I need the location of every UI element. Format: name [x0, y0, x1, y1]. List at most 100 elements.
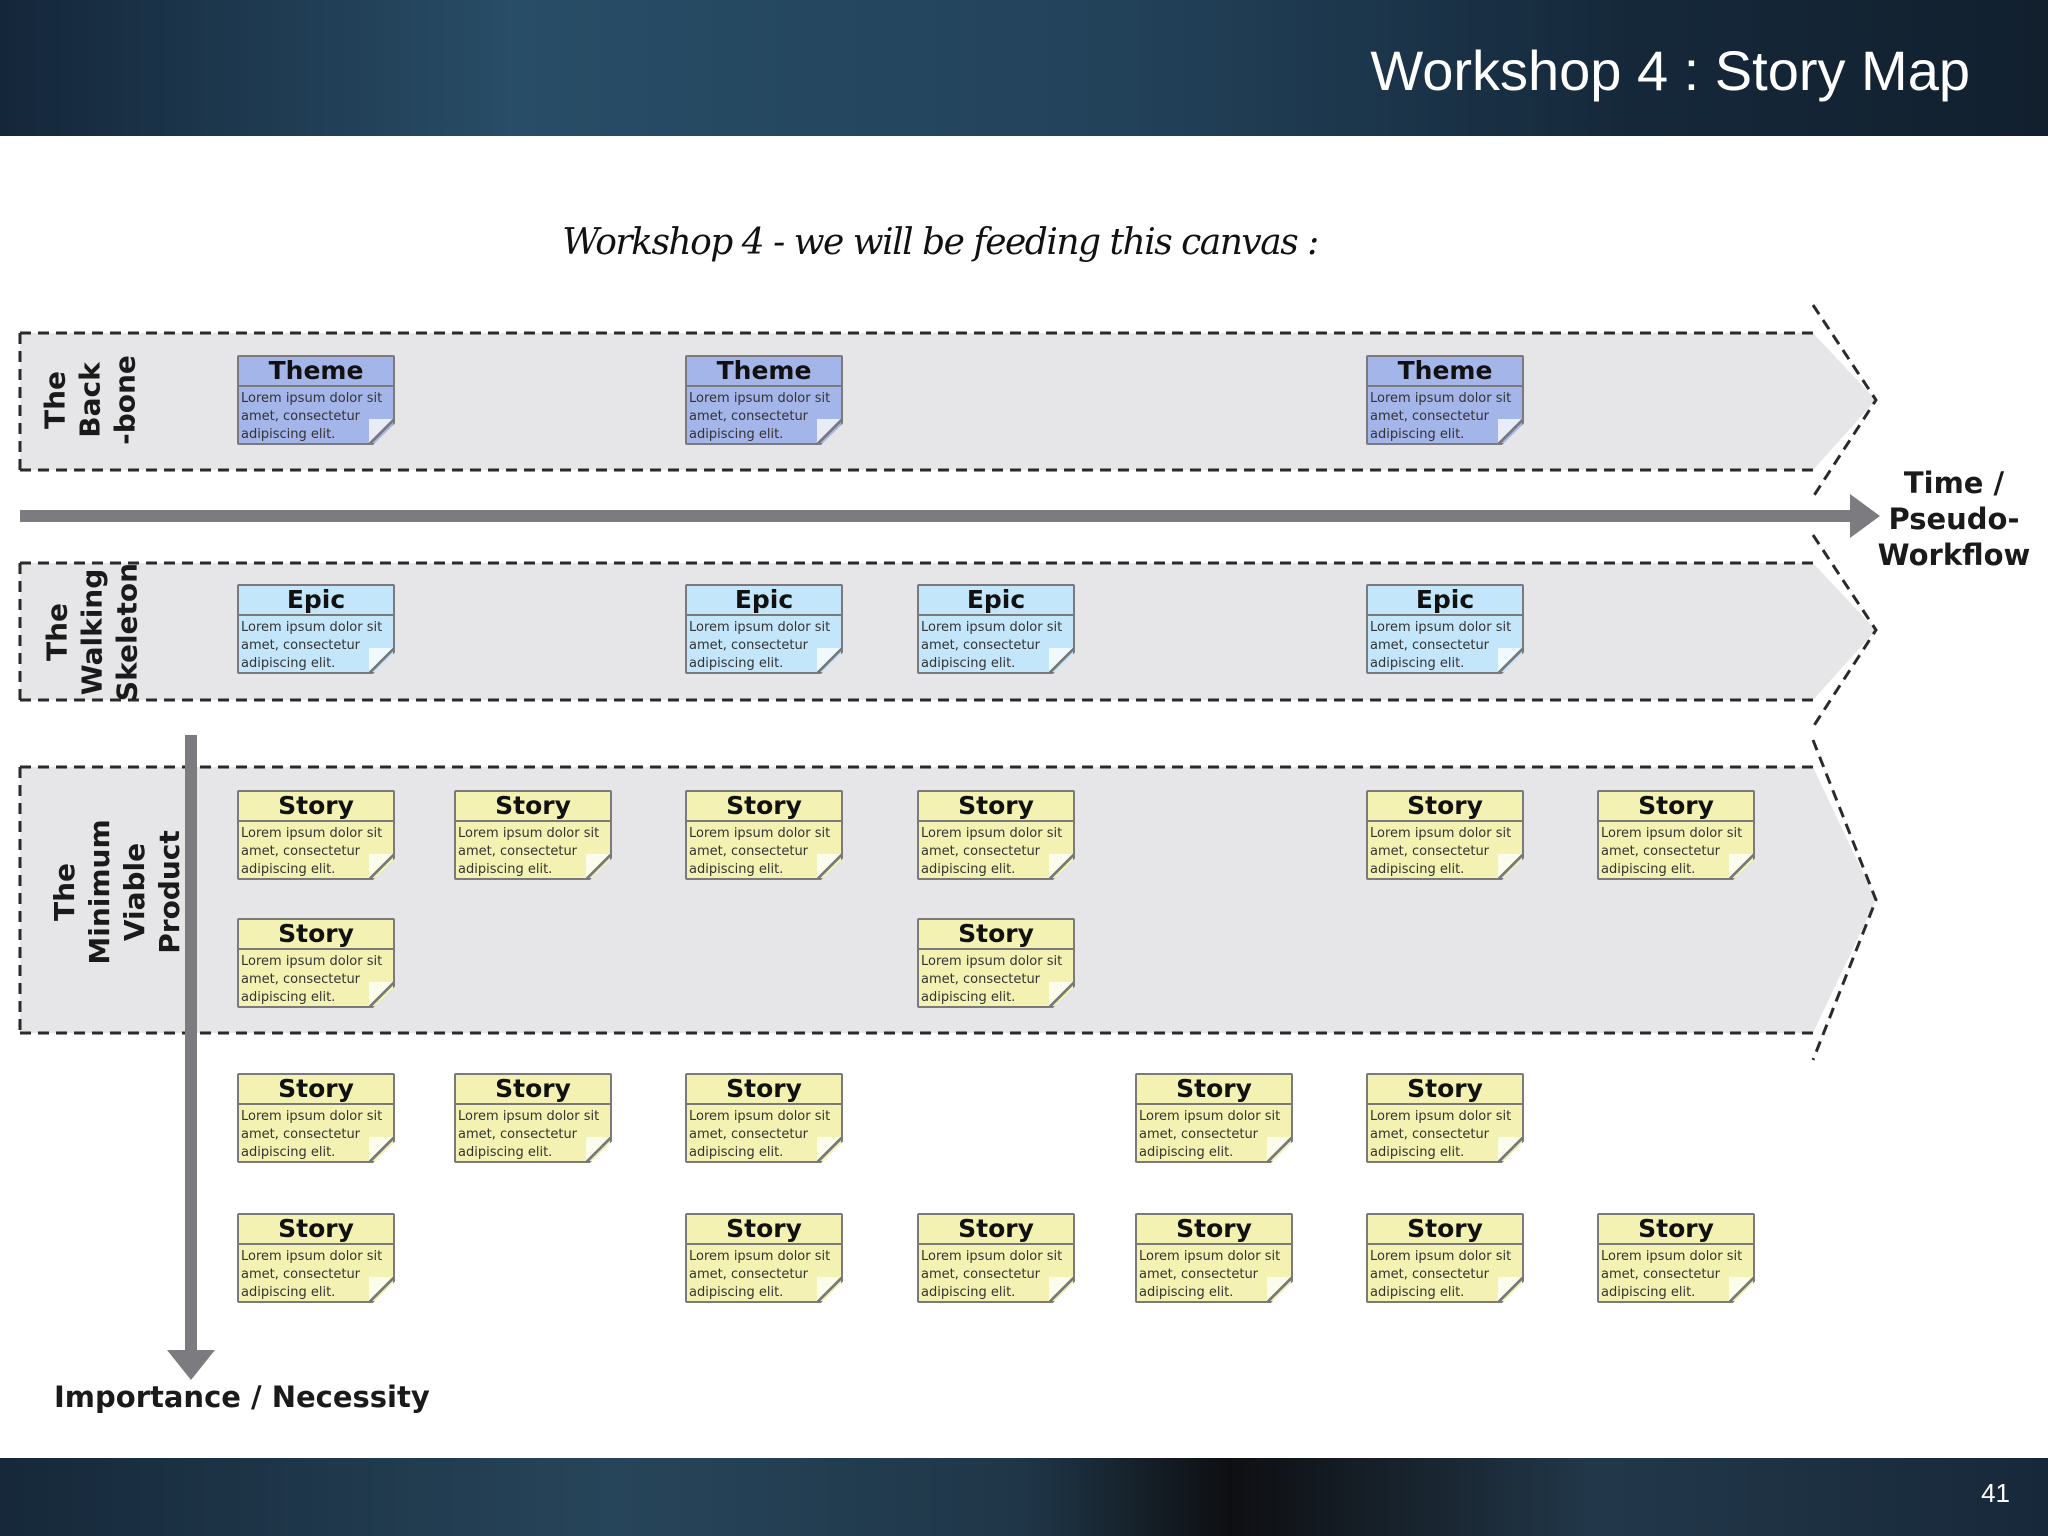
slide-title: Workshop 4 : Story Map: [1370, 39, 1970, 102]
card-text-line: adipiscing elit.: [241, 656, 336, 671]
card-title: Story: [456, 792, 610, 822]
card-title: Story: [239, 1075, 393, 1105]
lane-label-line: Walking: [75, 568, 109, 696]
card-body-text: Lorem ipsum dolor sit amet, consectetur ad…: [1137, 1245, 1291, 1302]
card-text-line: adipiscing elit.: [689, 1145, 784, 1160]
card-text-line: amet, consectetur: [1370, 1267, 1490, 1282]
card-text-line: adipiscing elit.: [921, 862, 1016, 877]
card-text-line: adipiscing elit.: [689, 656, 784, 671]
card-text-line: adipiscing elit.: [689, 1285, 784, 1300]
card-text-line: Lorem ipsum dolor sit: [1601, 826, 1743, 841]
card-title: Story: [919, 920, 1073, 950]
card-text-line: amet, consectetur: [1139, 1267, 1259, 1282]
card-body-text: Lorem ipsum dolor sit amet, consectetur ad…: [687, 616, 841, 673]
card-text-line: adipiscing elit.: [1601, 862, 1696, 877]
card-text-line: amet, consectetur: [689, 1267, 809, 1282]
lane-label-line: Back: [73, 362, 107, 438]
card-text-line: adipiscing elit.: [458, 862, 553, 877]
card-text-line: Lorem ipsum dolor sit: [689, 1109, 831, 1124]
card-text-line: amet, consectetur: [458, 1127, 578, 1142]
card-text-line: Lorem ipsum dolor sit: [1370, 1109, 1512, 1124]
card-title: Epic: [687, 586, 841, 616]
lane-label-line: The: [40, 602, 74, 662]
card-text-line: Lorem ipsum dolor sit: [689, 391, 831, 406]
canvas-heading: Workshop 4 - we will be feeding this can…: [562, 222, 1319, 263]
card-text-line: amet, consectetur: [1370, 844, 1490, 859]
card-title: Story: [239, 920, 393, 950]
card-text-line: Lorem ipsum dolor sit: [1601, 1249, 1743, 1264]
card-title: Story: [1137, 1075, 1291, 1105]
card-text-line: adipiscing elit.: [1370, 656, 1465, 671]
card-text-line: amet, consectetur: [921, 972, 1041, 987]
card-text-line: amet, consectetur: [689, 1127, 809, 1142]
card-title: Story: [1599, 792, 1753, 822]
lane-label-line: -bone: [108, 355, 142, 445]
card-text-line: Lorem ipsum dolor sit: [1370, 826, 1512, 841]
card-text-line: amet, consectetur: [921, 844, 1041, 859]
card-title: Story: [456, 1075, 610, 1105]
card-title: Story: [239, 1215, 393, 1245]
card-text-line: Lorem ipsum dolor sit: [1139, 1249, 1281, 1264]
card-body-text: Lorem ipsum dolor sit amet, consectetur ad…: [687, 1105, 841, 1162]
card-text-line: amet, consectetur: [241, 409, 361, 424]
card-text-line: Lorem ipsum dolor sit: [458, 826, 600, 841]
card-text-line: adipiscing elit.: [1370, 1285, 1465, 1300]
card-title: Story: [919, 1215, 1073, 1245]
card-text-line: amet, consectetur: [689, 638, 809, 653]
card-text-line: adipiscing elit.: [1139, 1285, 1234, 1300]
card-title: Story: [687, 1075, 841, 1105]
card-text-line: amet, consectetur: [1601, 1267, 1721, 1282]
card-text-line: adipiscing elit.: [1370, 1145, 1465, 1160]
card-text-line: Lorem ipsum dolor sit: [689, 1249, 831, 1264]
card-text-line: Lorem ipsum dolor sit: [1370, 620, 1512, 635]
card-text-line: amet, consectetur: [921, 638, 1041, 653]
lane-label-line: The: [38, 370, 72, 430]
card-text-line: adipiscing elit.: [921, 1285, 1016, 1300]
lane-label-line: Minimum: [83, 819, 116, 965]
time-axis-label-line: Time /: [1903, 466, 2005, 500]
card-text-line: Lorem ipsum dolor sit: [689, 620, 831, 635]
card-text-line: adipiscing elit.: [1139, 1145, 1234, 1160]
card-text-line: amet, consectetur: [241, 1267, 361, 1282]
time-axis-label-line: Workflow: [1877, 538, 2031, 572]
card-body-text: Lorem ipsum dolor sit amet, consectetur ad…: [1368, 822, 1522, 879]
page-number: 41: [1981, 1478, 2010, 1508]
card-text-line: adipiscing elit.: [1370, 862, 1465, 877]
card-text-line: Lorem ipsum dolor sit: [241, 954, 383, 969]
